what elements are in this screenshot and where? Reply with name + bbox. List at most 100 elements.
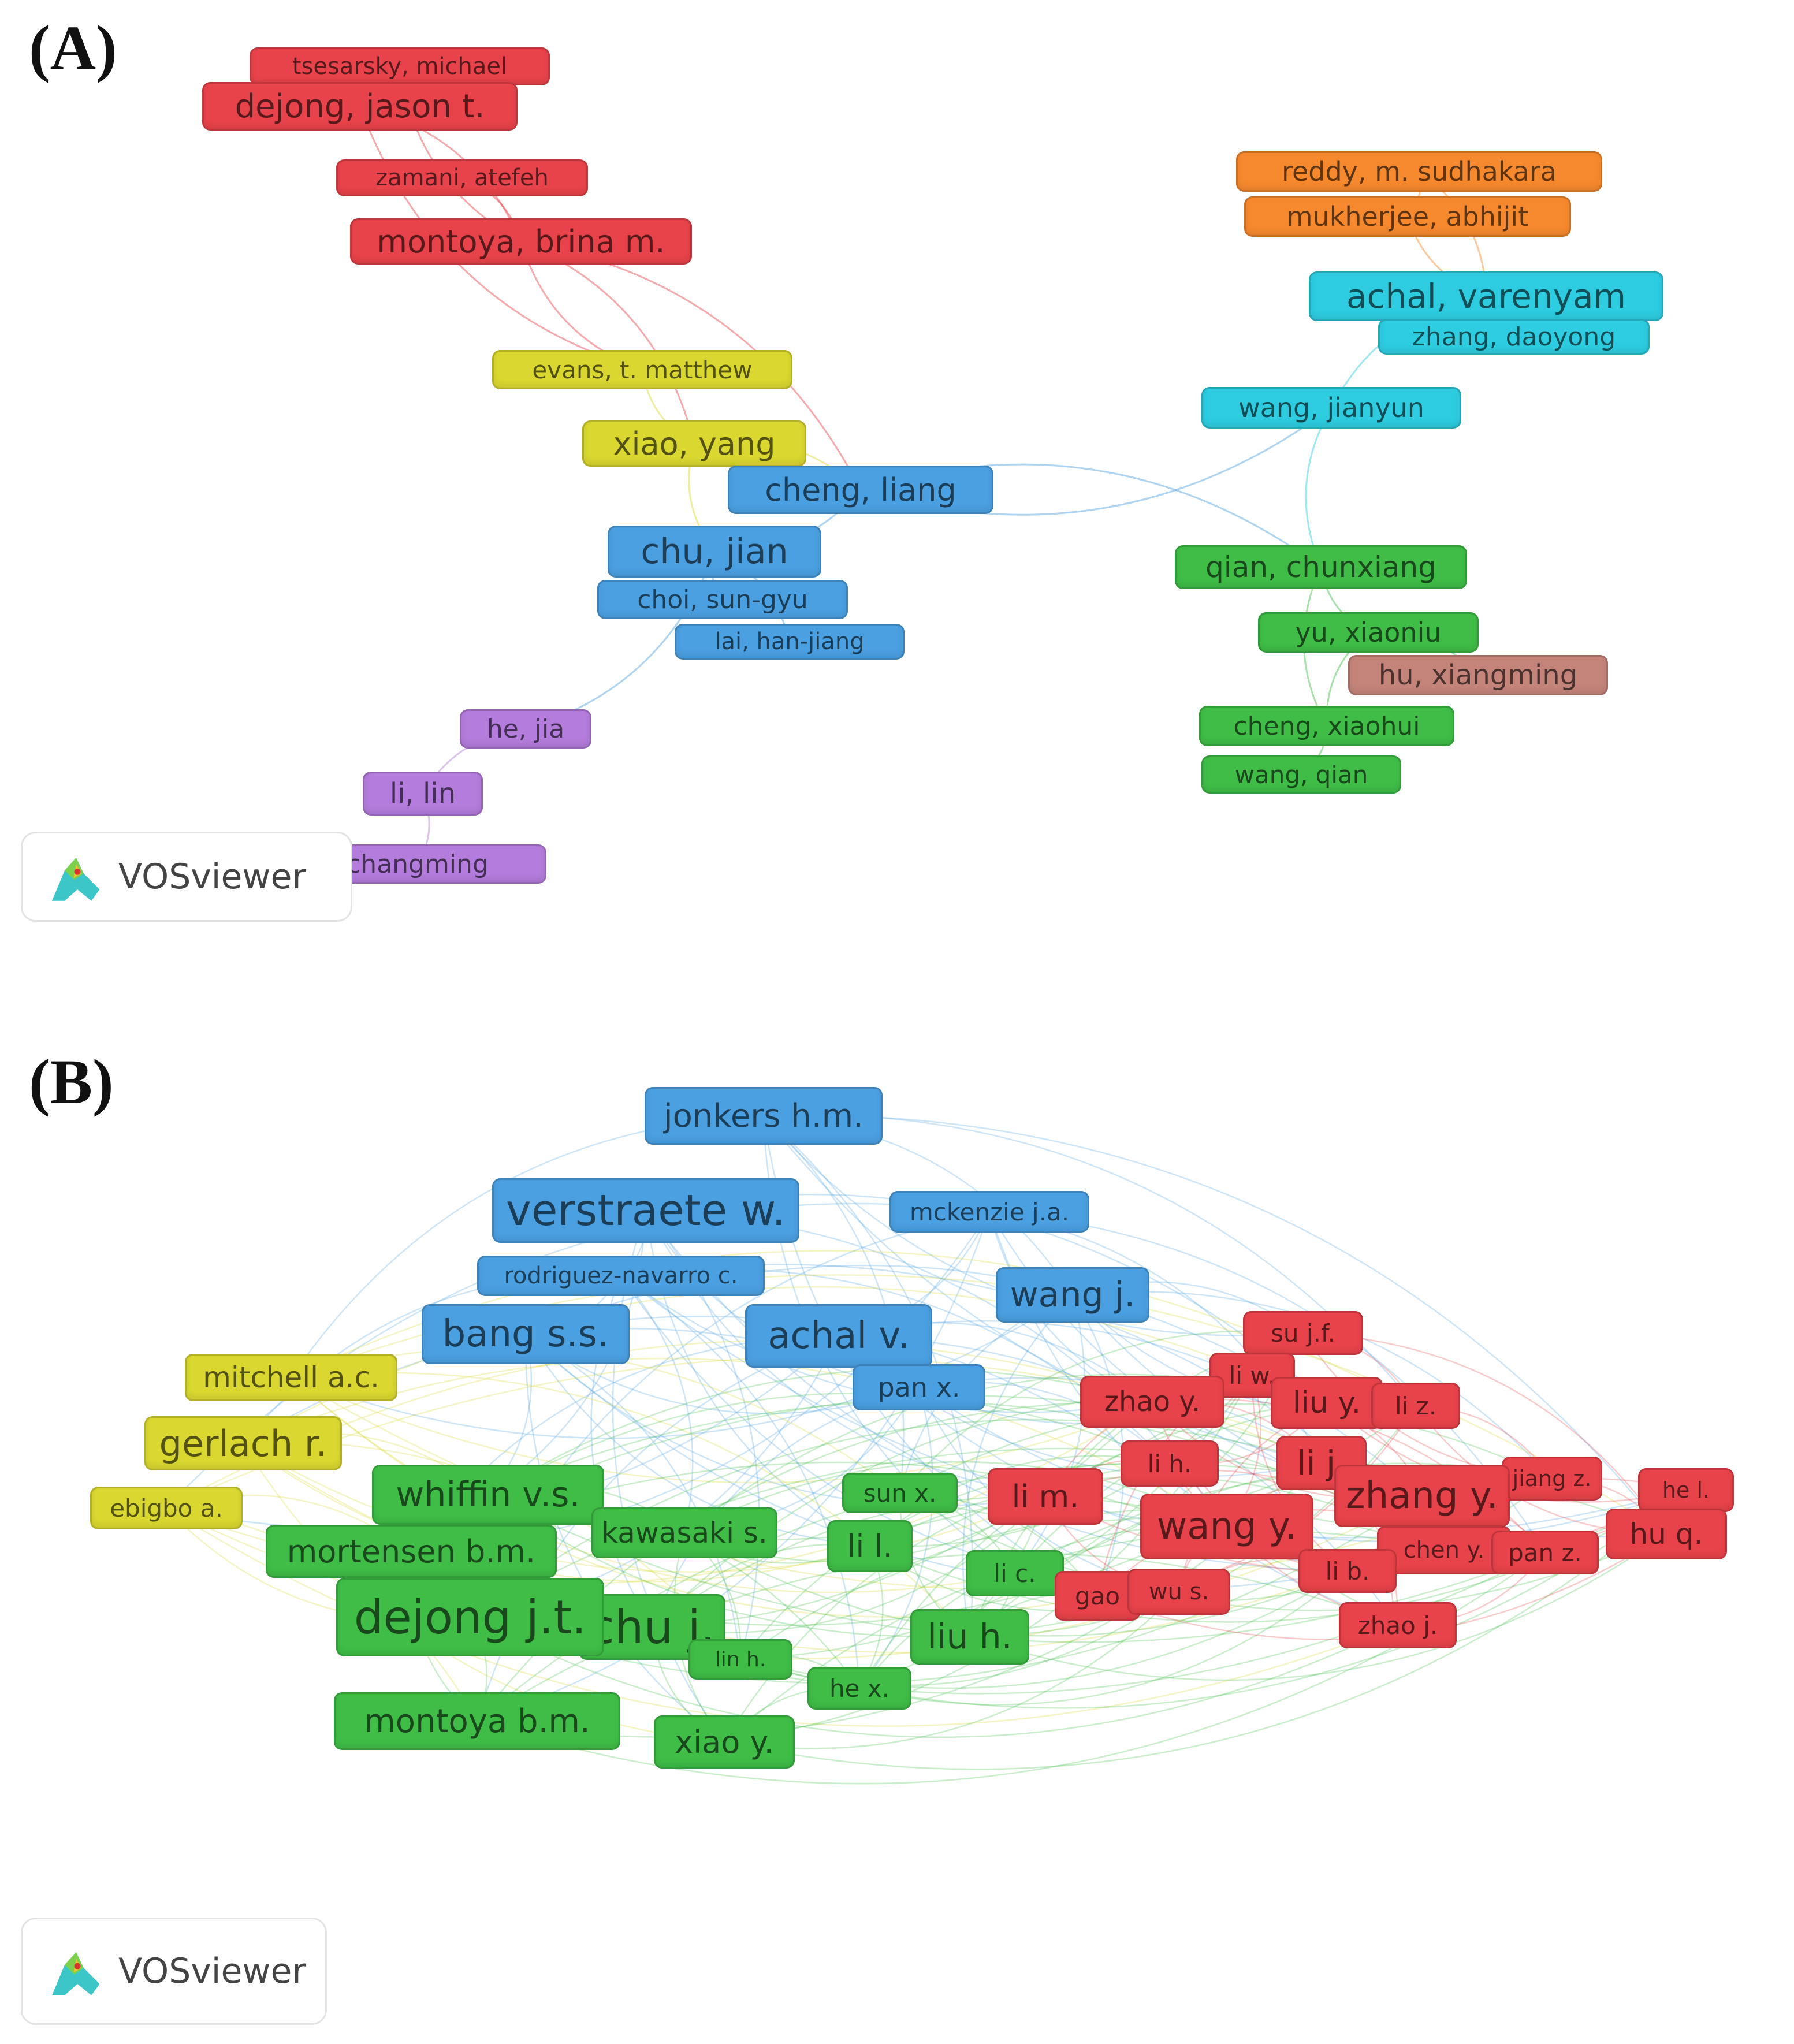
network-link [470, 1616, 1398, 1738]
network-link [524, 1334, 870, 1547]
network-link [1305, 407, 1333, 568]
author-node[interactable]: mukherjee, abhijit [1244, 196, 1571, 237]
network-link [763, 1115, 905, 1494]
author-node[interactable]: verstraete w. [492, 1178, 799, 1243]
author-node[interactable]: choi, sun-gyu [597, 580, 848, 619]
author-node[interactable]: zhao y. [1080, 1376, 1224, 1428]
panel-label-b: (B) [29, 1047, 114, 1117]
author-node[interactable]: li w. [1209, 1353, 1295, 1398]
author-node[interactable]: evans, t. matthew [492, 350, 792, 389]
network-link [477, 1211, 991, 1722]
author-node[interactable]: zhang, daoyong [1378, 319, 1650, 355]
network-link [763, 1114, 1667, 1535]
network-link [291, 1377, 1015, 1593]
author-node[interactable]: montoya b.m. [334, 1692, 620, 1750]
author-node[interactable]: xiao, yang [582, 420, 806, 467]
network-link [962, 1294, 1073, 1637]
vosviewer-watermark-b: VOSviewer [118, 1951, 307, 1991]
author-node[interactable]: wu s. [1127, 1569, 1230, 1615]
author-node[interactable]: liu h. [910, 1609, 1029, 1665]
author-node[interactable]: pan z. [1491, 1531, 1599, 1574]
author-node[interactable]: montoya, brina m. [350, 218, 692, 265]
author-node[interactable]: dejong j.t. [336, 1578, 604, 1656]
vosviewer-logo-icon [52, 1952, 100, 1995]
network-link [724, 1591, 1179, 1749]
author-node[interactable]: wang, qian [1201, 755, 1401, 794]
author-node[interactable]: achal v. [745, 1304, 932, 1368]
author-node[interactable]: wang y. [1140, 1494, 1313, 1559]
network-link [243, 1442, 1046, 1573]
author-node[interactable]: reddy, m. sudhakara [1236, 151, 1602, 192]
network-link [969, 1533, 1667, 1681]
author-node[interactable]: zhang y. [1334, 1465, 1510, 1527]
author-node[interactable]: zamani, atefeh [336, 159, 588, 196]
author-node[interactable]: gerlach r. [144, 1416, 342, 1470]
author-node[interactable]: mckenzie j.a. [889, 1191, 1089, 1233]
author-node[interactable]: yu, xiaoniu [1258, 612, 1479, 653]
author-node[interactable]: hu, xiangming [1348, 655, 1608, 695]
vosviewer-badge-a: VOSviewer [21, 832, 352, 922]
author-node[interactable]: jiang z. [1502, 1457, 1602, 1501]
network-link [899, 1492, 1667, 1611]
network-link [525, 1333, 742, 1660]
author-node[interactable]: tsesarsky, michael [250, 47, 550, 85]
network-link [859, 1570, 1348, 1706]
vosviewer-logo-icon [52, 858, 100, 901]
author-node[interactable]: he, jia [460, 709, 591, 749]
author-node[interactable]: mortensen b.m. [266, 1525, 557, 1578]
vosviewer-badge-b: VOSviewer [21, 1918, 327, 2025]
author-node[interactable]: dejong, jason t. [202, 82, 518, 131]
author-node[interactable]: liu y. [1271, 1377, 1383, 1429]
network-link [243, 1286, 1327, 1444]
network-link [525, 1334, 1046, 1507]
network-link [291, 1294, 1073, 1439]
author-node[interactable]: zhao j. [1339, 1602, 1457, 1648]
author-node[interactable]: sun x. [842, 1473, 958, 1513]
author-node[interactable]: achal, varenyam [1309, 271, 1663, 321]
author-node[interactable]: chu, jian [608, 526, 821, 578]
author-node[interactable]: lin h. [688, 1639, 792, 1680]
network-link [1014, 1294, 1085, 1574]
network-link [620, 1275, 694, 1533]
network-link [470, 1418, 1322, 1618]
network-link [1302, 1332, 1668, 1535]
author-node[interactable]: li l. [827, 1520, 913, 1572]
author-node[interactable]: he l. [1638, 1468, 1734, 1512]
author-node[interactable]: su j.f. [1243, 1311, 1363, 1355]
author-node[interactable]: gao [1055, 1571, 1140, 1621]
network-link [487, 1393, 1170, 1496]
author-node[interactable]: hu q. [1606, 1509, 1727, 1559]
network-link [620, 1275, 861, 1689]
author-node[interactable]: li c. [966, 1550, 1064, 1596]
network-link [487, 1494, 1179, 1637]
author-node[interactable]: cheng, liang [728, 466, 993, 514]
author-node[interactable]: wang, jianyun [1201, 387, 1461, 429]
author-node[interactable]: li h. [1121, 1440, 1219, 1487]
author-node[interactable]: chen y. [1377, 1526, 1511, 1574]
author-node[interactable]: li, lin [363, 772, 483, 816]
author-node[interactable]: whiffin v.s. [372, 1465, 604, 1525]
panel-b: (B) jonkers h.m. verstraete w. mckenzie j.… [0, 982, 1794, 2044]
network-link [724, 1490, 1687, 1770]
author-node[interactable]: pan x. [853, 1364, 985, 1410]
author-node[interactable]: he x. [807, 1667, 911, 1710]
author-node[interactable]: li z. [1371, 1383, 1460, 1429]
author-node[interactable]: wang j. [996, 1267, 1149, 1323]
author-node[interactable]: kawasaki s. [591, 1507, 777, 1558]
author-node[interactable]: cheng, xiaohui [1199, 706, 1454, 746]
author-node[interactable]: qian, chunxiang [1175, 545, 1467, 589]
author-node[interactable]: lai, han-jiang [675, 624, 905, 660]
author-node[interactable]: jonkers h.m. [645, 1087, 883, 1145]
network-link [859, 1387, 934, 1689]
network-link [899, 1330, 1304, 1494]
network-link [838, 1320, 1423, 1496]
author-node[interactable]: bang s.s. [422, 1304, 630, 1364]
author-node[interactable]: rodriguez-navarro c. [477, 1256, 765, 1296]
author-node[interactable]: li b. [1298, 1549, 1397, 1593]
author-node[interactable]: xiao y. [654, 1715, 795, 1769]
author-node[interactable]: li m. [988, 1468, 1103, 1525]
author-node[interactable]: ebigbo a. [90, 1487, 243, 1529]
author-node[interactable]: mitchell a.c. [185, 1354, 397, 1401]
panel-label-a: (A) [29, 13, 117, 83]
